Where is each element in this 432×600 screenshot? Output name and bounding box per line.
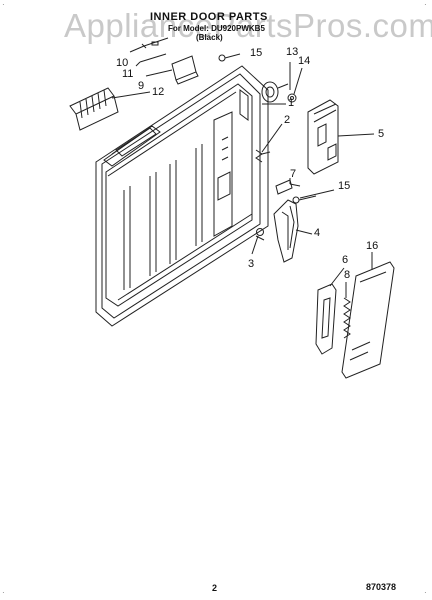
part-8-spring (343, 297, 351, 339)
callout-15-top: 15 (250, 47, 263, 59)
callout-5: 5 (378, 128, 385, 140)
part-13-knob (261, 81, 289, 103)
part-4-latch-bracket (273, 199, 299, 263)
callout-1: 1 (288, 97, 295, 109)
part-15-screw-top (218, 53, 241, 62)
corner-mark-bottom-right: · (424, 588, 427, 597)
callout-12: 12 (152, 86, 165, 98)
part-7-actuator (275, 179, 301, 195)
callout-3: 3 (248, 258, 255, 270)
corner-mark-top-left: · (2, 0, 5, 9)
callout-8: 8 (344, 269, 351, 281)
part-16-cover-plate (341, 261, 395, 379)
page-number: 2 (212, 583, 218, 593)
inner-door-panel (95, 65, 269, 327)
part-6-hinge-arm (315, 283, 337, 355)
drawing-code: 870378 (366, 582, 397, 592)
callout-11: 11 (122, 68, 134, 80)
diagram-title: INNER DOOR PARTS (150, 11, 268, 23)
callout-10: 10 (116, 57, 129, 69)
callout-15-lower: 15 (338, 180, 351, 192)
diagram-subtitle-model: For Model: DU920PWKB5 (168, 24, 265, 33)
callout-4: 4 (314, 227, 321, 239)
part-14-washer (287, 93, 297, 103)
callout-6: 6 (342, 254, 349, 266)
corner-mark-top-right: · (424, 0, 427, 9)
watermark-text: AppliancePartsPros.com (64, 7, 432, 44)
callout-16: 16 (366, 240, 379, 252)
diagram-subtitle-color: (Black) (196, 33, 223, 42)
corner-mark-bottom-left: · (2, 588, 5, 597)
callout-14: 14 (298, 55, 311, 67)
callout-9: 9 (138, 80, 145, 92)
part-10-11-pins (139, 37, 169, 63)
callout-13: 13 (286, 46, 299, 58)
part-12-vent (69, 87, 119, 131)
part-2-spring (255, 149, 271, 163)
callout-7: 7 (290, 168, 297, 180)
leader-lines (111, 45, 375, 298)
part-9-cover (171, 55, 199, 85)
callout-2: 2 (284, 114, 291, 126)
part-5-latch-assembly (307, 99, 339, 175)
part-15-screw-lower (292, 195, 317, 204)
